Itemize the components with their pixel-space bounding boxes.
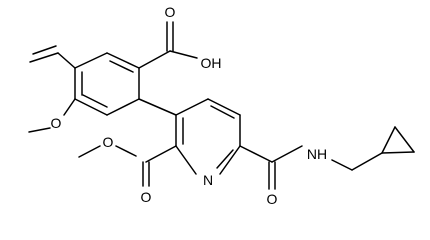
pyridine-ring [175, 98, 241, 175]
methoxy-oxygen-label: O [51, 115, 62, 131]
methoxy-group [28, 98, 76, 133]
ester-carbonyl-oxygen-label: O [141, 189, 152, 205]
carboxylic-acid-group [138, 21, 198, 69]
pyridine-nitrogen-label: N [203, 172, 213, 188]
amide-group [239, 145, 303, 190]
biaryl-bond [138, 98, 177, 116]
amide-nitrogen-label: NH [307, 146, 327, 162]
carboxyl-oxygen-label: O [165, 4, 176, 20]
amide-oxygen-label: O [267, 191, 278, 207]
ester-ether-oxygen-label: O [103, 134, 114, 150]
methyl-ester-group [78, 145, 177, 187]
benzene-ring [74, 52, 140, 116]
cyclopropylmethyl-group [331, 126, 415, 171]
vinyl-group [29, 45, 76, 69]
carboxyl-hydroxyl-label: OH [201, 55, 222, 71]
